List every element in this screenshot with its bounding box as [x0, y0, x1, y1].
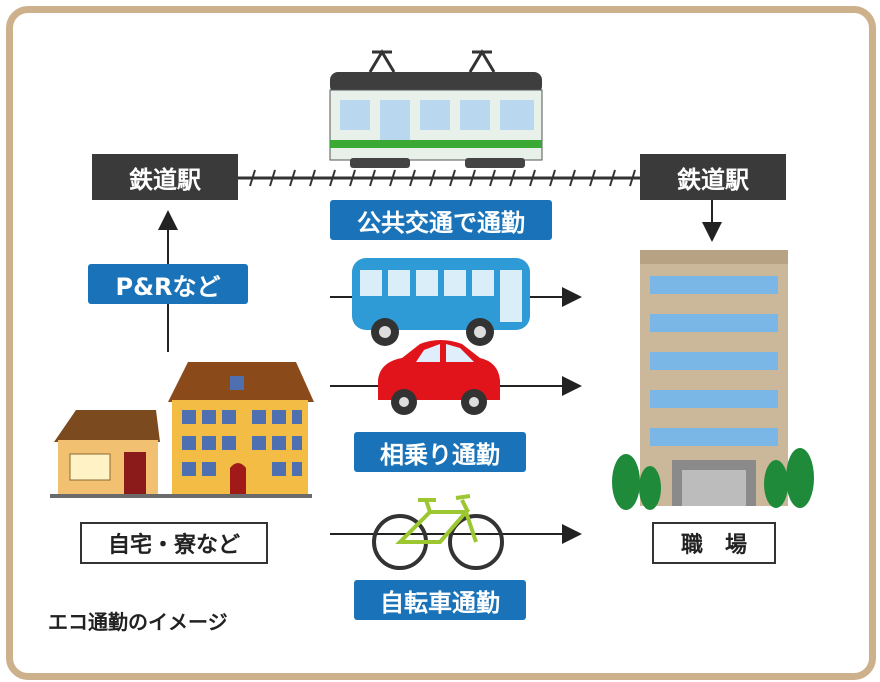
office-building-icon [640, 250, 788, 506]
bus-icon [352, 258, 530, 346]
carpool-label: 相乗り通勤 [354, 432, 526, 472]
houses-icon [50, 362, 314, 498]
diagram-caption: エコ通勤のイメージ [48, 610, 228, 634]
workplace-label: 職 場 [652, 522, 776, 564]
station-label-left: 鉄道駅 [92, 154, 238, 200]
car-icon [378, 340, 500, 415]
train-icon [329, 49, 543, 168]
railway-track [238, 169, 640, 187]
tree-icon [612, 448, 814, 510]
public-transport-label: 公共交通で通勤 [330, 200, 552, 240]
bicycle-commute-label: 自転車通勤 [354, 580, 526, 620]
park-and-ride-label: P&Rなど [88, 264, 248, 304]
home-label: 自宅・寮など [80, 522, 268, 564]
station-label-right: 鉄道駅 [640, 154, 786, 200]
bicycle-icon [372, 494, 504, 570]
